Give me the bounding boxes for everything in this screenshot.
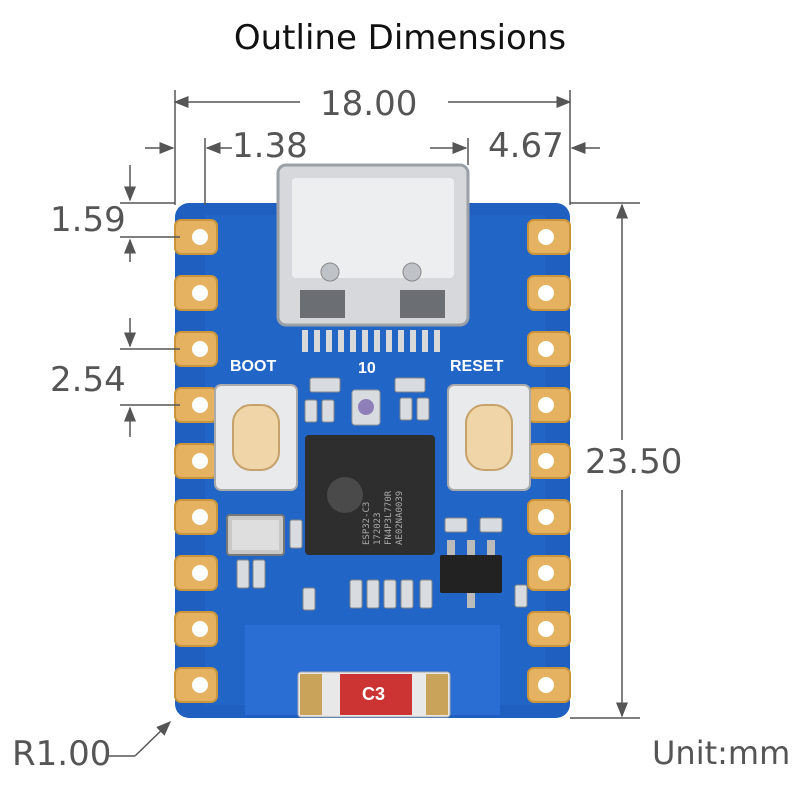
usb-pin-row	[302, 330, 440, 352]
gpio-label: 10	[358, 360, 376, 377]
reset-button	[447, 384, 531, 491]
ceramic-antenna	[245, 625, 500, 718]
boot-button	[214, 384, 298, 491]
passive-components	[236, 377, 528, 611]
dimension-lines	[108, 90, 640, 757]
esp32-c3-chip	[305, 435, 435, 555]
dim-left-offset-label: 1.38	[232, 126, 308, 166]
chip-marking: ESP32-C3 172023 FN4P3L770R AE02NA0039	[362, 445, 432, 545]
boot-label: BOOT	[230, 358, 277, 375]
unit-label: Unit:mm	[652, 734, 791, 772]
dim-height-label: 23.50	[585, 442, 683, 482]
dim-top-offset-label: 1.59	[50, 200, 126, 240]
dim-corner-radius-label: R1.00	[12, 734, 112, 774]
crystal	[226, 514, 285, 556]
led-lens-icon	[358, 399, 374, 415]
right-pin-pads	[527, 219, 571, 703]
left-pin-pads	[174, 219, 218, 703]
chip-line-1: ESP32-C3	[362, 501, 372, 545]
chip-line-2: 172023	[373, 512, 383, 545]
page-title: Outline Dimensions	[233, 18, 567, 58]
chip-line-3: FN4P3L770R	[384, 490, 394, 545]
antenna-label: C3	[362, 684, 386, 704]
chip-line-4: AE02NA0039	[395, 490, 405, 545]
usb-c-connector	[276, 163, 470, 327]
voltage-regulator	[440, 540, 502, 608]
reset-label: RESET	[450, 358, 504, 375]
dim-pin-pitch-label: 2.54	[50, 360, 126, 400]
dim-width-label: 18.00	[320, 84, 418, 124]
dim-right-offset-label: 4.67	[488, 126, 564, 166]
